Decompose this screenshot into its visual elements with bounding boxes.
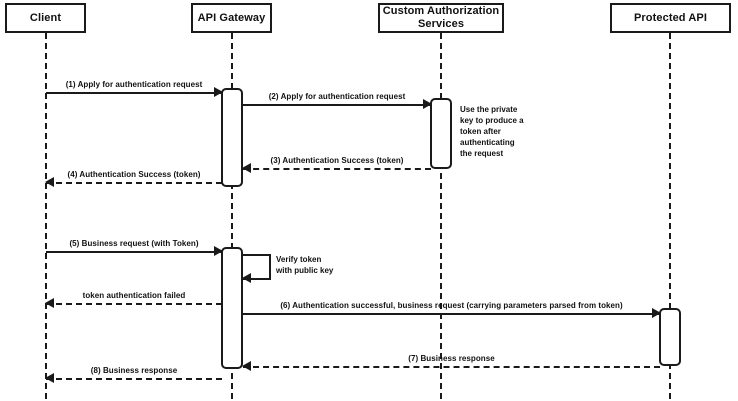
message-line xyxy=(46,182,222,184)
message-label: token authentication failed xyxy=(82,291,186,300)
activation-protected-api xyxy=(659,308,681,366)
lifeline-custom-authorization-services xyxy=(440,33,442,399)
lifeline-api-gateway xyxy=(231,33,233,399)
message-label: (6) Authentication successful, business … xyxy=(280,301,623,310)
arrowhead-left-icon xyxy=(45,298,54,308)
lifeline-protected-api xyxy=(669,33,671,399)
participant-label: Client xyxy=(29,11,62,24)
participant-label: API Gateway xyxy=(197,11,266,24)
activation-custom-authorization-services xyxy=(430,98,452,169)
arrowhead-left-icon xyxy=(242,361,251,371)
arrowhead-right-icon xyxy=(214,246,223,256)
message-self-verify-token-label: Verify token with public key xyxy=(276,255,334,275)
arrowhead-right-icon xyxy=(214,87,223,97)
note-private-key: Use the private key to produce a token a… xyxy=(460,105,524,158)
participant-protected-api[interactable]: Protected API xyxy=(610,3,731,33)
message-label: (3) Authentication Success (token) xyxy=(270,156,404,165)
message-line xyxy=(46,92,222,94)
arrowhead-left-icon xyxy=(242,273,251,283)
activation-api-gateway-business xyxy=(221,247,243,369)
arrowhead-right-icon xyxy=(652,308,661,318)
arrowhead-right-icon xyxy=(423,99,432,109)
message-self-verify-token[interactable] xyxy=(242,254,271,283)
participant-client[interactable]: Client xyxy=(5,3,86,33)
message-line xyxy=(46,251,222,253)
arrowhead-left-icon xyxy=(45,177,54,187)
activation-api-gateway-auth xyxy=(221,88,243,187)
lifeline-client xyxy=(45,33,47,399)
message-label: (8) Business response xyxy=(90,366,178,375)
participant-label: Custom Authorization Services xyxy=(382,5,500,30)
arrowhead-left-icon xyxy=(45,373,54,383)
message-line xyxy=(46,378,222,380)
participant-api-gateway[interactable]: API Gateway xyxy=(191,3,272,33)
message-label: (5) Business request (with Token) xyxy=(69,239,199,248)
message-label: (1) Apply for authentication request xyxy=(65,80,203,89)
participant-label: Protected API xyxy=(633,11,708,24)
participant-custom-authorization-services[interactable]: Custom Authorization Services xyxy=(378,3,504,33)
arrowhead-left-icon xyxy=(242,163,251,173)
message-line xyxy=(46,303,222,305)
message-line xyxy=(243,366,660,368)
message-label: (2) Apply for authentication request xyxy=(268,92,406,101)
message-label: (4) Authentication Success (token) xyxy=(67,170,201,179)
message-line xyxy=(243,104,431,106)
message-line xyxy=(243,313,660,315)
message-label: (7) Business response xyxy=(408,354,495,363)
message-line xyxy=(243,168,431,170)
